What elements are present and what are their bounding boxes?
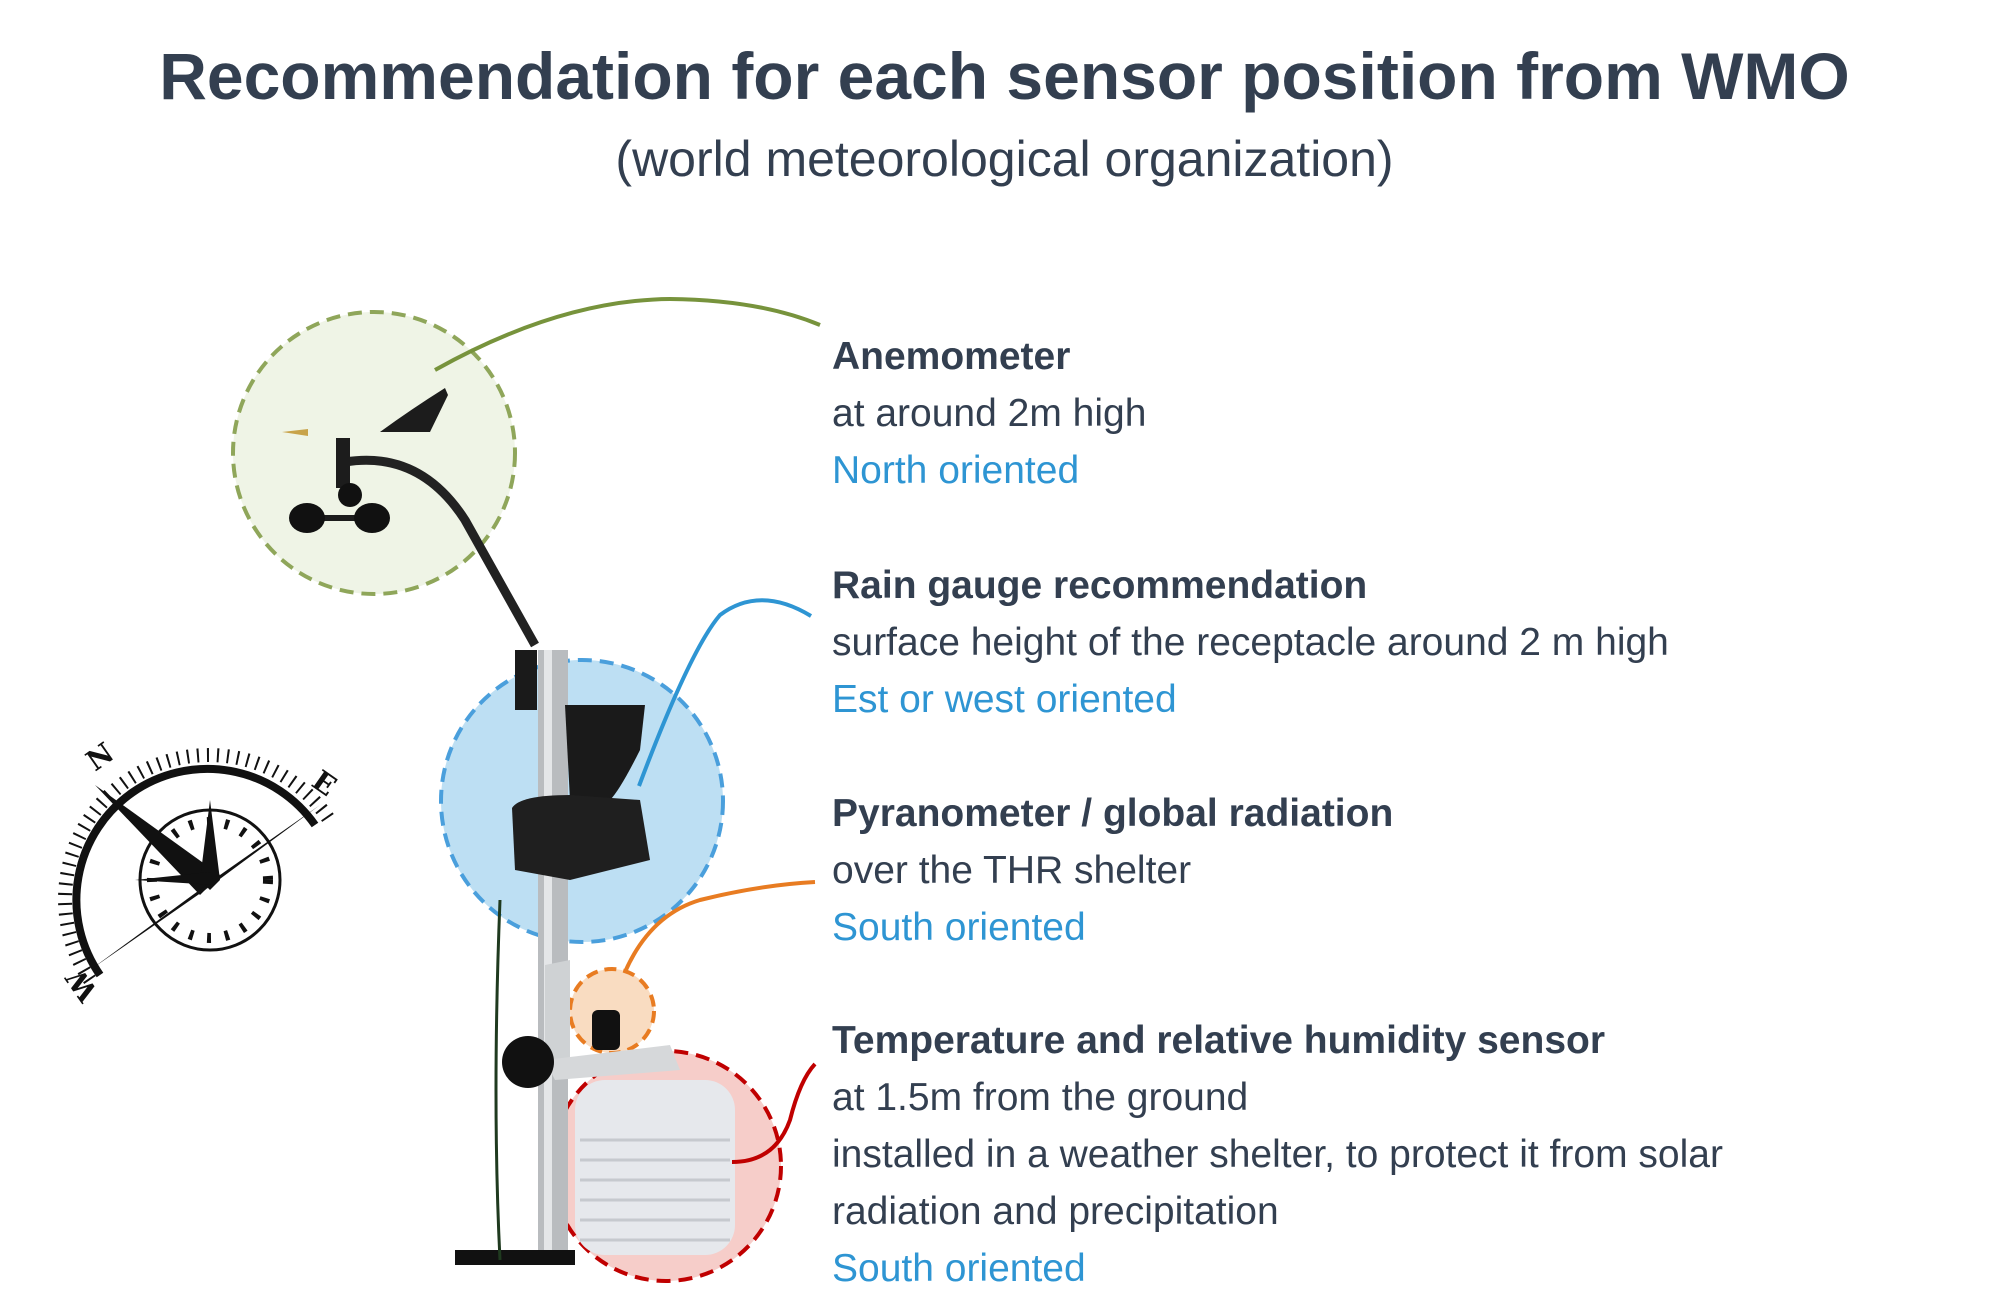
mast-pole — [538, 650, 568, 1265]
sensor-detail: at around 2m high — [832, 392, 1147, 435]
anemometer-connector — [434, 296, 821, 372]
sensor-detail: at 1.5m from the ground — [832, 1076, 1249, 1119]
sensor-name: Temperature and relative humidity sensor — [832, 1019, 1606, 1062]
sensor-detail: radiation and precipitation — [832, 1190, 1279, 1233]
pyranometer-info: Pyranometer / global radiation over the … — [832, 785, 1393, 956]
sensor-orientation: North oriented — [832, 449, 1080, 492]
sensor-orientation: Est or west oriented — [832, 678, 1177, 721]
sensor-detail: surface height of the receptacle around … — [832, 621, 1669, 664]
thr-shelter-icon — [575, 1080, 735, 1255]
sensor-orientation: South oriented — [832, 1247, 1086, 1290]
page-subtitle: (world meteorological organization) — [615, 131, 1394, 187]
anemometer-info: Anemometer at around 2m high North orien… — [832, 328, 1146, 499]
thr-sensor-info: Temperature and relative humidity sensor… — [832, 1012, 1723, 1297]
anemometer-highlight — [231, 310, 517, 596]
compass-n-label: N — [80, 736, 120, 778]
pyranometer-connector — [623, 880, 816, 973]
rain-gauge-info: Rain gauge recommendation surface height… — [832, 557, 1669, 728]
anemometer-arm — [344, 455, 539, 648]
cable-coil — [502, 1036, 554, 1088]
sensor-orientation: South oriented — [832, 906, 1086, 949]
sensor-detail: installed in a weather shelter, to prote… — [832, 1133, 1723, 1176]
rain-gauge-icon — [512, 650, 650, 880]
anemometer-icon — [282, 388, 448, 533]
rain-gauge-connector — [637, 598, 813, 787]
sensor-name: Anemometer — [832, 335, 1071, 378]
thr-connector — [731, 1062, 817, 1164]
pyranometer-icon — [545, 960, 680, 1080]
compass-e-label: E — [306, 764, 342, 803]
sensor-name: Rain gauge recommendation — [832, 564, 1368, 607]
sensor-detail: over the THR shelter — [832, 849, 1192, 892]
sensor-name: Pyranometer / global radiation — [832, 792, 1394, 835]
compass-icon: N E W — [58, 736, 342, 1008]
page-title: Recommendation for each sensor position … — [159, 39, 1850, 113]
